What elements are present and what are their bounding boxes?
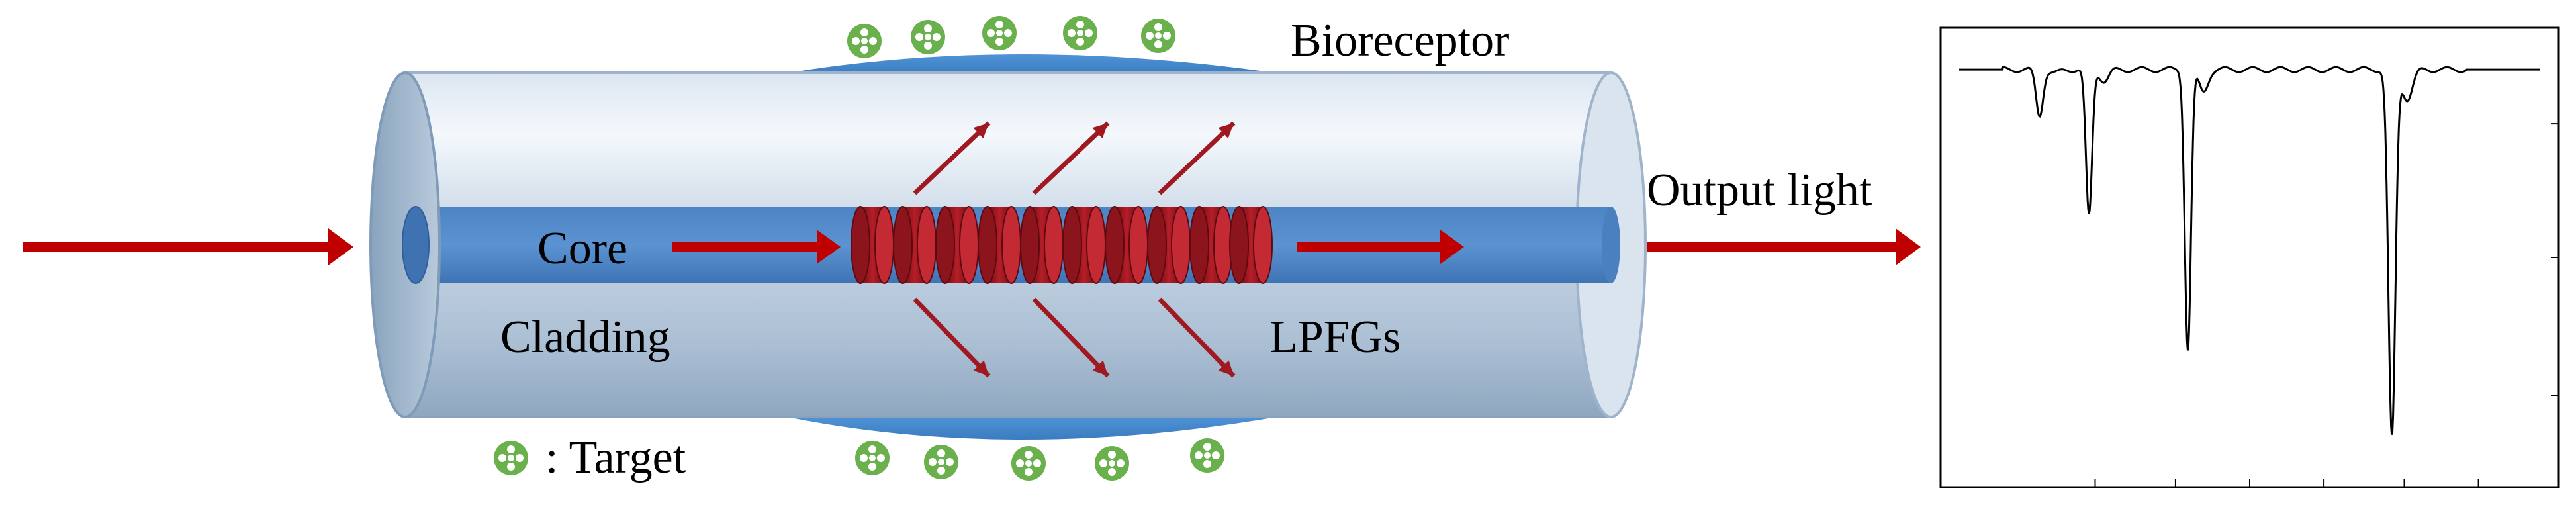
grating-disk xyxy=(851,206,894,284)
grating-disk xyxy=(1189,206,1233,284)
grating-disk xyxy=(1062,206,1106,284)
target-legend: : Target xyxy=(494,432,686,483)
spectrum-ticks xyxy=(2094,123,2559,487)
input-light-arrow xyxy=(23,228,353,265)
lpfgs-label: LPFGs xyxy=(1269,312,1401,363)
transmission-spectrum xyxy=(1939,26,2560,488)
bioreceptor-coating-bottom xyxy=(781,416,1284,440)
target-molecule-icon xyxy=(855,441,890,475)
spectrum-line xyxy=(1959,66,2540,435)
target-legend-icon xyxy=(494,441,528,475)
grating-disk xyxy=(1147,206,1191,284)
coupling-arrow-icon xyxy=(1158,297,1236,378)
coupling-arrow-icon xyxy=(913,297,991,378)
cladding-label: Cladding xyxy=(500,312,670,363)
target-molecule-icon xyxy=(982,16,1017,50)
target-legend-label: : Target xyxy=(545,432,686,483)
bioreceptor-coating-top xyxy=(781,54,1284,74)
grating-disk xyxy=(893,206,937,284)
lpfg-gratings xyxy=(851,206,1273,284)
core-light-arrow-out xyxy=(1297,230,1464,264)
target-molecule-icon xyxy=(1063,16,1097,50)
core-light-arrow-in xyxy=(672,230,841,264)
target-molecule-icon xyxy=(911,20,945,54)
bioreceptor-label: Bioreceptor xyxy=(1291,15,1509,66)
output-light-label: Output light xyxy=(1647,165,1872,216)
target-molecule-icon xyxy=(924,445,958,479)
target-molecule-icon xyxy=(1011,446,1046,481)
core-left-end xyxy=(402,206,430,284)
grating-disk xyxy=(978,206,1021,284)
grating-disk xyxy=(1105,206,1148,284)
grating-disk xyxy=(935,206,979,284)
core-label: Core xyxy=(537,223,627,274)
target-molecule-icon xyxy=(847,24,882,58)
coupling-arrow-icon xyxy=(1032,297,1110,378)
target-molecule-icon xyxy=(1141,19,1175,53)
spectrum-frame xyxy=(1939,26,2560,488)
light-arrows xyxy=(23,228,1921,265)
target-molecule-icon xyxy=(1095,446,1129,481)
grating-disk xyxy=(1020,206,1064,284)
grating-disk xyxy=(1229,206,1273,284)
output-light-arrow xyxy=(1647,228,1921,265)
coupling-arrow-icon xyxy=(1032,121,1110,195)
coupling-arrows xyxy=(913,121,1236,378)
target-molecule-icon xyxy=(1190,438,1224,473)
coupling-arrow-icon xyxy=(1158,121,1236,195)
coupling-arrow-icon xyxy=(913,121,991,195)
